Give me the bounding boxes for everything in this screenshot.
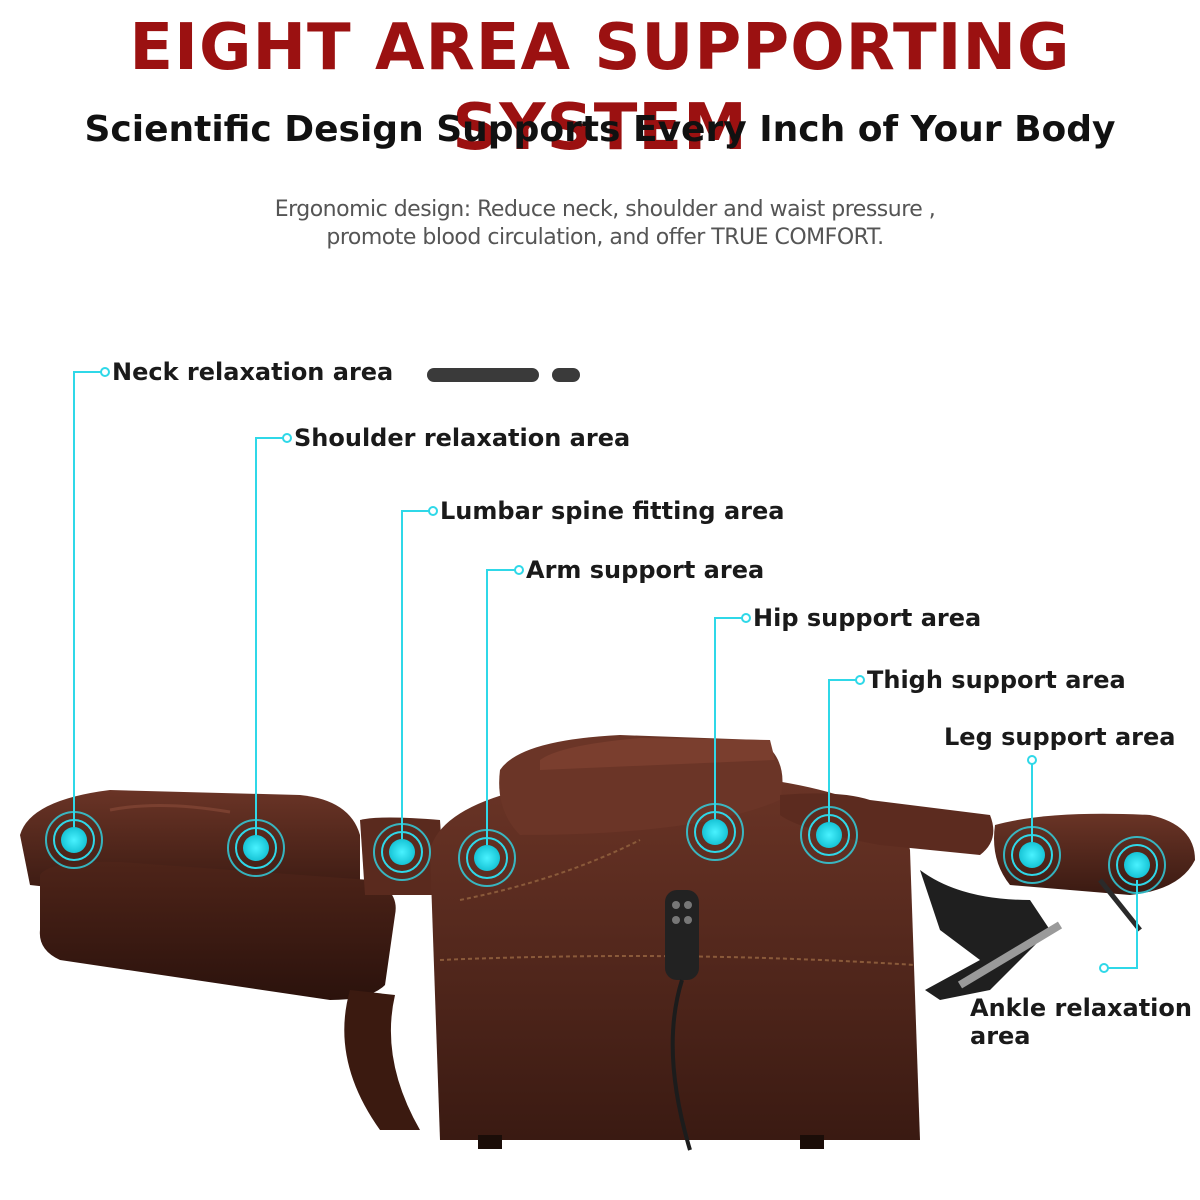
hotspot-hip (686, 803, 744, 861)
label-hip: Hip support area (753, 604, 982, 632)
description: Ergonomic design: Reduce neck, shoulder … (0, 196, 1200, 252)
label-lumbar: Lumbar spine fitting area (440, 497, 785, 525)
label-arm: Arm support area (526, 556, 765, 584)
label-thigh: Thigh support area (867, 666, 1126, 694)
hotspot-leg (1003, 826, 1061, 884)
page-title: EIGHT AREA SUPPORTING SYSTEM (129, 11, 1071, 165)
decorative-bars (427, 368, 580, 382)
label-shoulder: Shoulder relaxation area (294, 424, 631, 452)
page-subtitle: Scientific Design Supports Every Inch of… (84, 109, 1116, 150)
label-leg: Leg support area (944, 723, 1176, 751)
remote-control (672, 901, 692, 924)
label-ankle-line-1: Ankle relaxation (970, 994, 1192, 1022)
hotspot-ankle (1108, 836, 1166, 894)
hotspot-neck (45, 811, 103, 869)
label-neck: Neck relaxation area (112, 358, 394, 386)
description-line-2: promote blood circulation, and offer TRU… (326, 225, 884, 250)
label-ankle-line-2: area (970, 1022, 1031, 1050)
leader-end-dots (100, 367, 1109, 973)
hotspot-thigh (800, 806, 858, 864)
description-line-1: Ergonomic design: Reduce neck, shoulder … (274, 197, 936, 222)
chair-base (430, 735, 920, 1151)
hotspot-lumbar (373, 823, 431, 881)
hotspot-arm (458, 829, 516, 887)
hotspot-shoulder (227, 819, 285, 877)
label-ankle: Ankle relaxation area (970, 994, 1192, 1050)
